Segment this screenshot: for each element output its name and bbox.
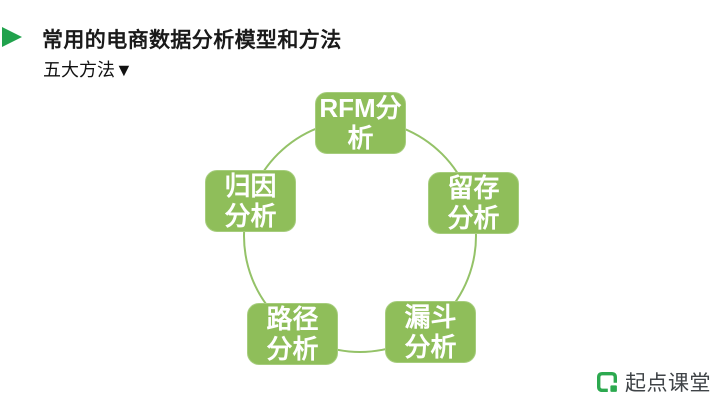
logo: 起点课堂: [595, 367, 711, 397]
node-label-line: 归因: [224, 171, 277, 201]
node-label-line: 析: [347, 123, 374, 153]
diagram-node-funnel: 漏斗 分析: [385, 301, 476, 363]
node-label-line: 分析: [224, 201, 277, 231]
node-label-line: 路径: [266, 304, 319, 334]
diagram-node-path: 路径 分析: [247, 303, 338, 365]
node-label-line: 留存: [447, 173, 500, 203]
node-label-line: 分析: [447, 203, 500, 233]
diagram-node-retention: 留存 分析: [428, 172, 519, 234]
subtitle: 五大方法▼: [43, 60, 133, 80]
triangle-bullet-icon: [2, 27, 22, 47]
node-label-line: 分析: [266, 334, 319, 364]
diagram-node-rfm: RFM分 析: [315, 92, 406, 154]
logo-text: 起点课堂: [625, 372, 711, 395]
node-label-line: 分析: [404, 332, 457, 362]
page-title: 常用的电商数据分析模型和方法: [42, 29, 342, 52]
qidian-logo-icon: [597, 372, 617, 392]
node-label-line: RFM分: [319, 93, 402, 123]
diagram-node-attribution: 归因 分析: [205, 170, 296, 232]
node-label-line: 漏斗: [404, 302, 457, 332]
